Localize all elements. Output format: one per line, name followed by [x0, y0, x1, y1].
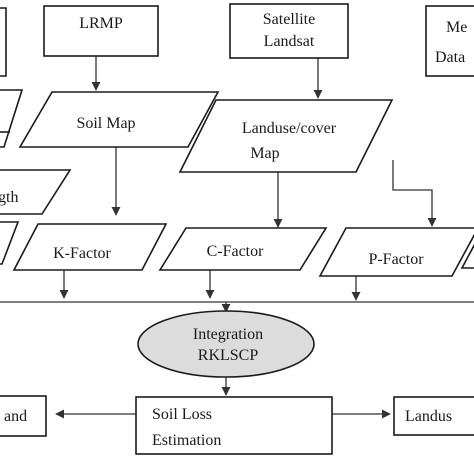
k-factor-label: K-Factor: [53, 245, 111, 262]
land-left-label: and: [4, 408, 27, 425]
node-landuse-map: Landuse/cover Map: [178, 99, 394, 173]
integration-ellipse: [137, 310, 315, 378]
left-edge-shape-outline: [0, 89, 24, 148]
node-right-factor-partial: [460, 243, 474, 269]
edge-landuse-map-p-factor: [392, 160, 437, 227]
right-factor-shape: [460, 243, 474, 269]
soil-loss-label-line1: Soil Loss: [152, 406, 212, 423]
satellite-label-line2: Landsat: [264, 33, 315, 50]
met-data-box: [425, 5, 474, 77]
k-factor-shape: [12, 223, 168, 271]
met-label-line1: Me: [446, 19, 467, 36]
landuse-right-label: Landus: [405, 408, 452, 425]
node-soil-loss: Soil Loss Estimation: [135, 396, 333, 455]
landuse-map-label-line2: Map: [250, 145, 279, 162]
length-shape: [0, 169, 72, 215]
left-edge-box-outline: [0, 7, 7, 77]
node-lrmp: LRMP: [43, 5, 159, 57]
length-label: gth: [0, 189, 18, 206]
node-integration: Integration RKLSCP: [137, 310, 315, 378]
node-left-edge-shape: [0, 89, 24, 148]
p-factor-label: P-Factor: [368, 251, 424, 268]
node-satellite-landsat: Satellite Landsat: [229, 3, 349, 59]
c-factor-label: C-Factor: [207, 243, 265, 260]
c-factor-shape: [158, 227, 328, 271]
lrmp-label: LRMP: [79, 15, 123, 32]
soil-map-shape: [18, 91, 220, 148]
land-left-box: [0, 395, 47, 437]
connectors: [0, 56, 474, 419]
integration-label-line1: Integration: [193, 326, 263, 343]
node-k-factor: K-Factor: [12, 223, 168, 271]
landuse-map-shape: [178, 99, 394, 173]
met-label-line2: Data: [435, 49, 465, 66]
p-factor-shape: [318, 227, 474, 277]
node-soil-map: Soil Map: [18, 91, 220, 148]
node-c-factor: C-Factor: [158, 227, 328, 271]
node-landuse-right: Landus: [393, 396, 474, 436]
landuse-map-label-line1: Landuse/cover: [242, 120, 337, 137]
soil-map-label: Soil Map: [76, 115, 135, 132]
node-land-left: and: [0, 395, 47, 437]
soil-loss-box: [135, 396, 333, 455]
left-factor-shape: [0, 221, 20, 265]
node-met-data: Me Data: [425, 5, 474, 77]
node-length-partial: gth: [0, 169, 72, 215]
node-left-edge-box: [0, 7, 7, 77]
landuse-right-box: [393, 396, 474, 436]
satellite-box: [229, 3, 349, 59]
soil-loss-label-line2: Estimation: [152, 432, 221, 449]
lrmp-box: [43, 5, 159, 57]
satellite-label-line1: Satellite: [263, 11, 315, 28]
integration-label-line2: RKLSCP: [198, 347, 259, 364]
node-p-factor: P-Factor: [318, 227, 474, 277]
node-left-factor-partial: [0, 221, 20, 265]
